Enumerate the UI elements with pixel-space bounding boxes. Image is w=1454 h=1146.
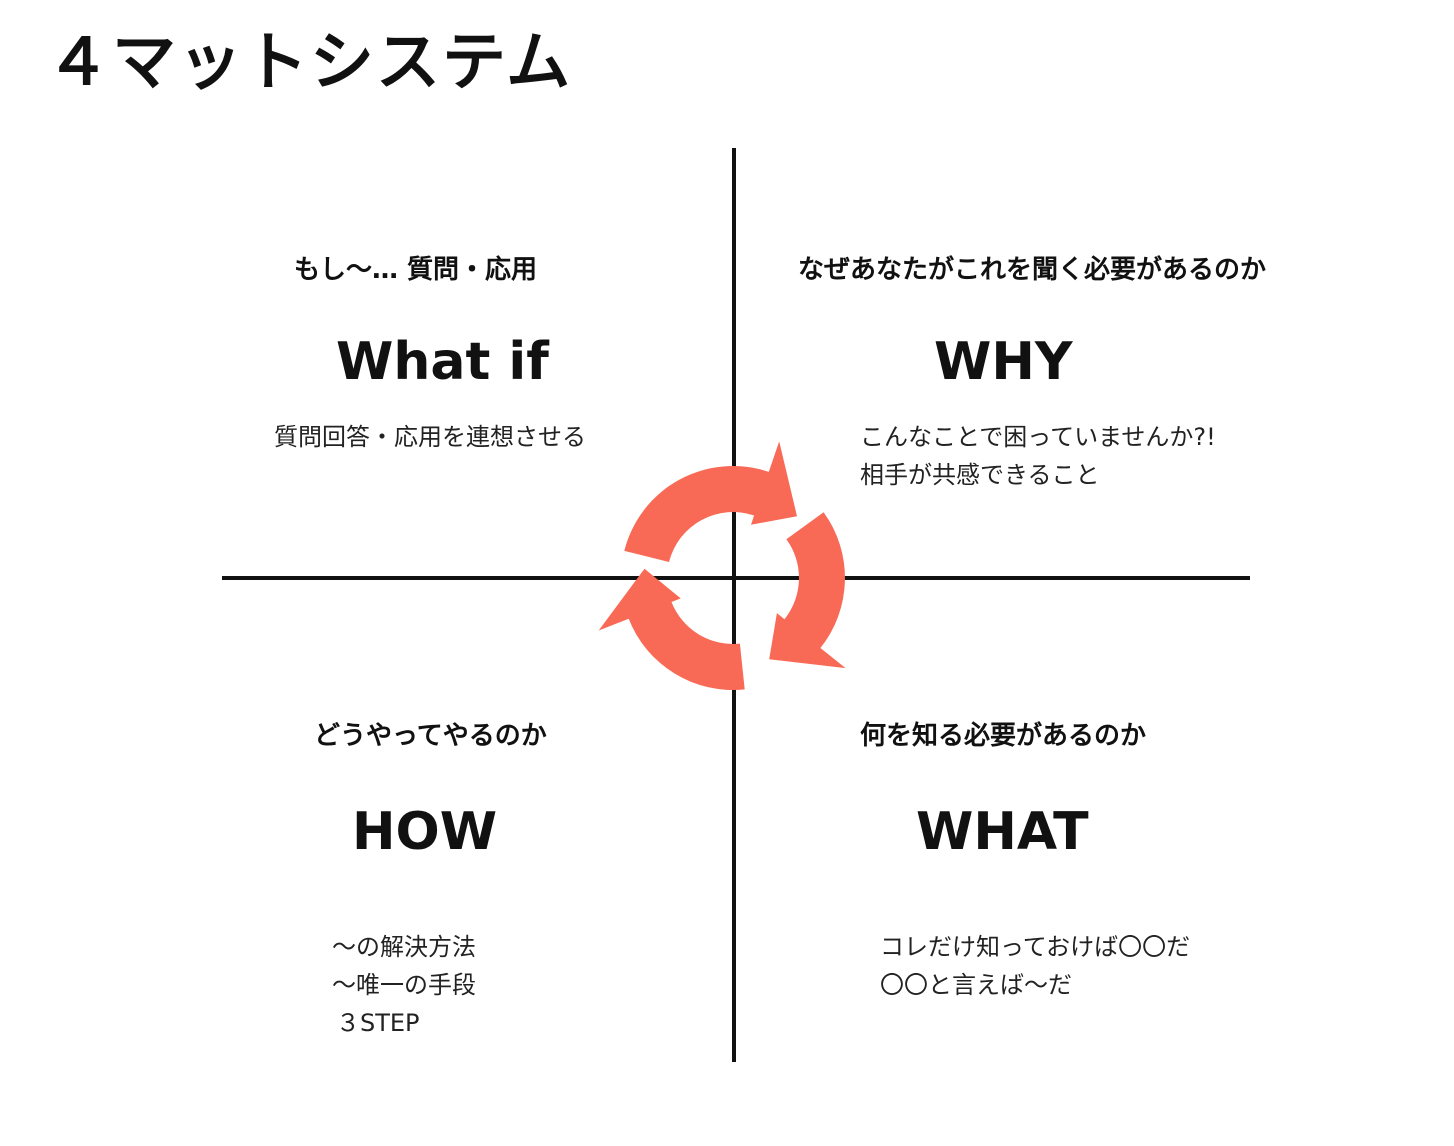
how-keyword: HOW xyxy=(352,802,498,862)
what-if-desc-line: 質問回答・応用を連想させる xyxy=(274,423,586,451)
vertical-axis xyxy=(732,148,736,1062)
why-keyword: WHY xyxy=(934,332,1073,392)
what-if-heading: もし〜… 質問・応用 xyxy=(294,255,538,285)
cycle-arrow-bottom xyxy=(598,568,745,691)
cycle-arrow-right xyxy=(769,512,846,669)
why-desc-line: 相手が共感できること xyxy=(860,461,1100,489)
what-heading: 何を知る必要があるのか xyxy=(860,721,1147,751)
what-desc-line: 〇〇と言えば〜だ xyxy=(880,971,1072,999)
what-keyword: WHAT xyxy=(916,802,1089,862)
horizontal-axis xyxy=(222,576,1250,580)
page-title: ４マットシステム xyxy=(46,26,573,100)
how-desc-line: 〜唯一の手段 xyxy=(332,971,476,999)
how-heading: どうやってやるのか xyxy=(314,721,547,751)
why-desc-line: こんなことで困っていませんか?! xyxy=(860,423,1216,451)
how-desc-line: ３STEP xyxy=(336,1009,420,1037)
cycle-arrow-top xyxy=(624,441,797,562)
what-desc-line: コレだけ知っておけば〇〇だ xyxy=(880,933,1191,961)
why-heading: なぜあなたがこれを聞く必要があるのか xyxy=(798,255,1267,285)
what-if-keyword: What if xyxy=(336,332,549,392)
cycle-arrows xyxy=(598,441,846,691)
how-desc-line: 〜の解決方法 xyxy=(332,933,476,961)
